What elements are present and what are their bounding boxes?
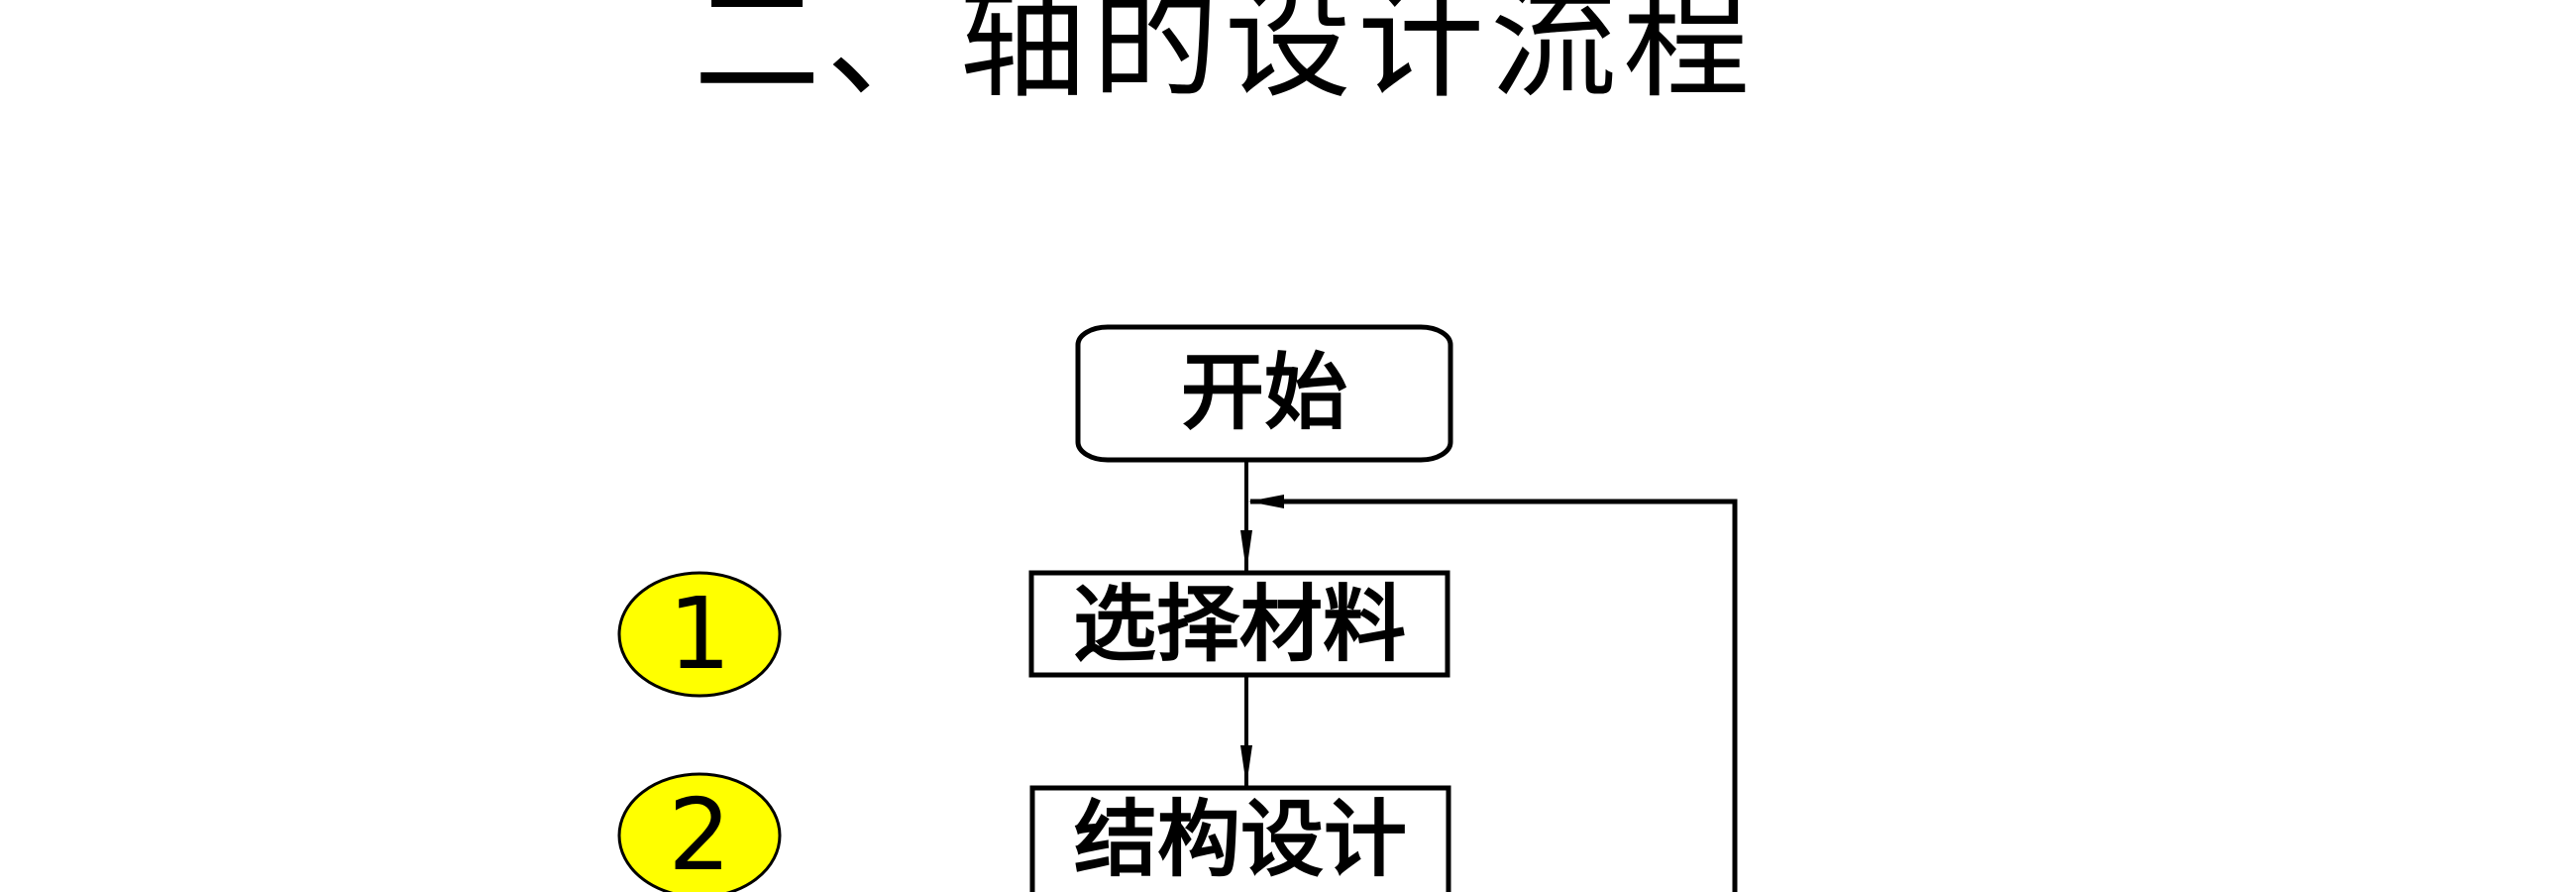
arrowhead-step1: [1240, 530, 1252, 572]
step2-number: 2: [668, 777, 731, 893]
step2-box: [1029, 785, 1451, 892]
start-label: 开始: [1180, 344, 1347, 441]
page-title: 二、轴的设计流程: [694, 0, 1757, 116]
step1-number: 1: [668, 576, 731, 692]
step2-number-marker: [617, 772, 782, 892]
step1-number-marker: [617, 571, 782, 698]
arrowhead-step2: [1240, 745, 1252, 786]
step1-label: 选择材料: [1072, 576, 1406, 673]
step1-box: [1028, 570, 1450, 678]
step2-label: 结构设计: [1073, 791, 1407, 888]
feedback-loop-line: [1250, 499, 1738, 892]
start-terminal: [1075, 324, 1453, 463]
arrowhead-feedback: [1248, 495, 1284, 508]
